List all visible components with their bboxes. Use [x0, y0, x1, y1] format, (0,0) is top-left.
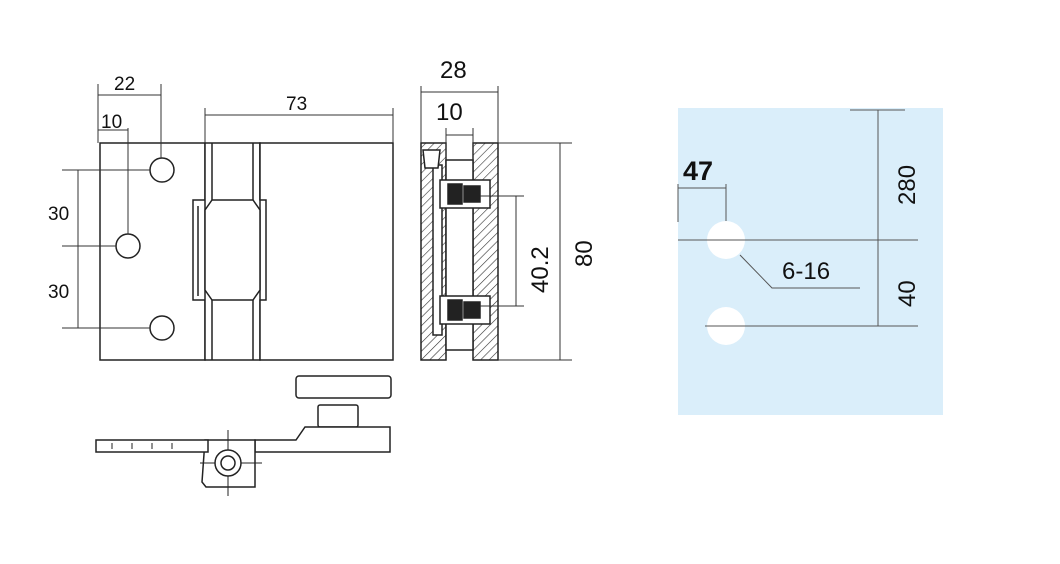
front-view-dimensions	[62, 84, 394, 329]
dim-30-bottom-label: 30	[48, 282, 69, 303]
dim-22-label: 22	[114, 74, 135, 95]
dim-47-label: 47	[683, 156, 713, 186]
right-plate	[259, 142, 394, 361]
top-view-stem	[317, 404, 359, 428]
dim-73-label: 73	[286, 94, 307, 115]
hinge-knuckle-center	[204, 199, 261, 301]
dim-40-2-label: 40.2	[527, 246, 554, 293]
side-screw-bottom	[439, 295, 491, 325]
side-view-dimensions	[420, 86, 572, 361]
dim-6-16-label: 6-16	[782, 258, 830, 285]
dim-10-label: 10	[101, 112, 122, 133]
mount-hole-middle	[115, 233, 141, 259]
dim-10-side-label: 10	[436, 99, 463, 126]
glass-cutout-diagram	[677, 108, 943, 415]
glass-panel	[678, 108, 943, 415]
side-screw-top	[439, 179, 491, 209]
side-right-clamp	[472, 142, 499, 361]
dim-280-label: 280	[894, 165, 921, 205]
mount-hole-bottom	[149, 315, 175, 341]
dim-28-label: 28	[440, 57, 467, 84]
front-view	[99, 142, 394, 361]
top-view	[95, 375, 392, 496]
mount-hole-top	[149, 157, 175, 183]
side-view	[420, 142, 499, 361]
top-view-right-plate	[254, 426, 391, 453]
dim-40-glass-label: 40	[894, 280, 921, 307]
dim-30-top-label: 30	[48, 204, 69, 225]
top-view-cap	[295, 375, 392, 399]
side-upper-corner	[422, 149, 441, 169]
dim-80-label: 80	[571, 240, 598, 267]
